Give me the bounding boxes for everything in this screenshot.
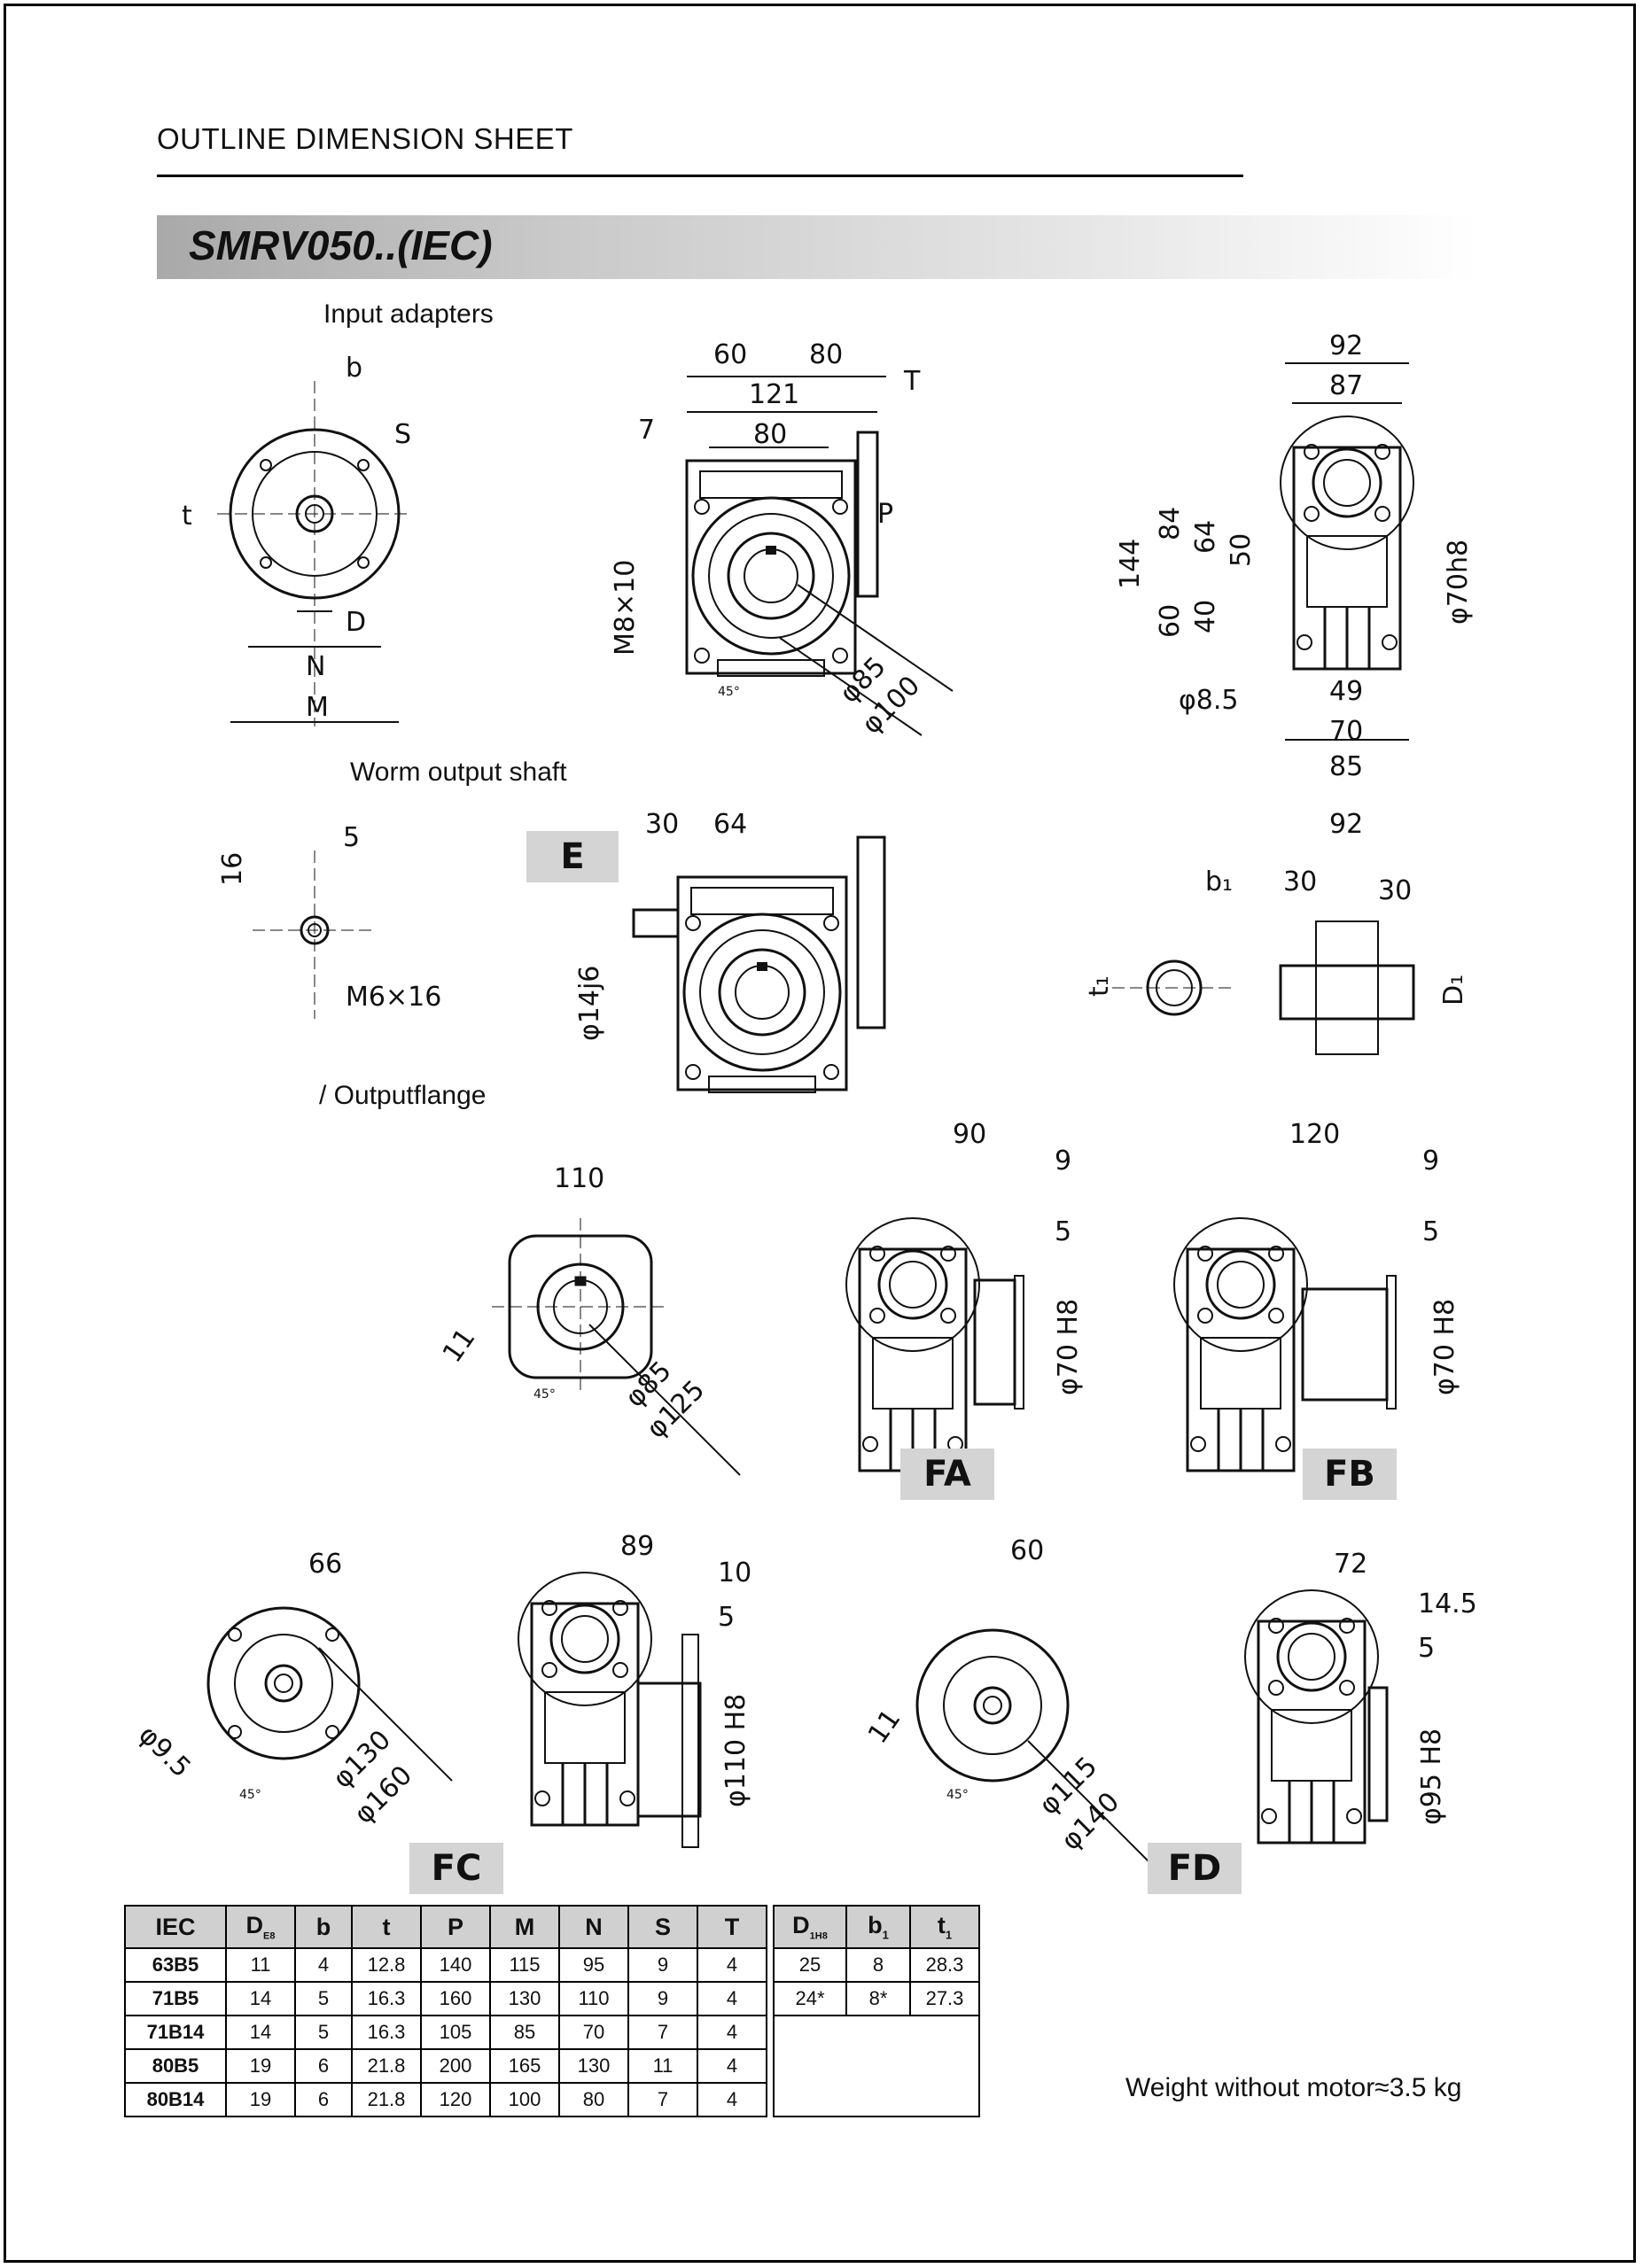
table-row: 71B5 14 5 16.3 160 130 110 9 4 24* 8* 27…	[124, 1981, 980, 2016]
svg-text:120: 120	[1289, 1119, 1340, 1150]
title-rule	[157, 175, 1243, 177]
weight-note: Weight without motor≈3.5 kg	[1125, 2073, 1462, 2102]
header-t1: t1	[909, 1905, 980, 1949]
svg-text:60: 60	[1155, 604, 1186, 638]
technical-drawings: b S t D N M 60 80 121 80 T 7 P M8×10 45°…	[132, 330, 1477, 1875]
svg-text:φ9.5: φ9.5	[132, 1720, 196, 1783]
header-t-small: T	[697, 1905, 767, 1949]
tag-fc: FC	[409, 1843, 503, 1894]
header-d1: D1H8	[773, 1905, 847, 1949]
svg-text:84: 84	[1155, 507, 1186, 540]
table-row: 80B5 19 6 21.8 200 165 130 11 4	[124, 2048, 979, 2084]
svg-text:92: 92	[1329, 330, 1363, 361]
svg-text:5: 5	[1055, 1216, 1071, 1247]
svg-text:64: 64	[1190, 520, 1221, 554]
svg-text:30: 30	[1283, 866, 1317, 897]
svg-text:45°: 45°	[946, 1788, 969, 1802]
svg-text:b₁: b₁	[1205, 866, 1233, 897]
svg-text:144: 144	[1115, 539, 1146, 589]
page-title: OUTLINE DIMENSION SHEET	[157, 122, 573, 155]
header-n: N	[558, 1905, 629, 1949]
svg-text:70: 70	[1329, 716, 1363, 747]
header-s: S	[627, 1905, 698, 1949]
model-title: SMRV050..(IEC)	[189, 222, 493, 268]
section-output-flange: / Outputflange	[319, 1081, 487, 1110]
svg-text:11: 11	[862, 1704, 907, 1749]
svg-text:121: 121	[749, 379, 799, 410]
svg-text:11: 11	[437, 1323, 482, 1368]
tag-fd: FD	[1148, 1843, 1242, 1894]
svg-text:T: T	[903, 366, 921, 397]
section-input-adapters: Input adapters	[323, 299, 494, 329]
tag-fb: FB	[1303, 1449, 1397, 1500]
header-p: P	[420, 1905, 491, 1949]
header-d: DE8	[225, 1905, 296, 1949]
dimension-table: IEC DE8 b t P M N S T D1H8 b1 t1 63B5 11…	[124, 1905, 980, 2117]
svg-text:45°: 45°	[718, 685, 740, 699]
dim-t: t	[182, 501, 192, 532]
tag-fa: FA	[900, 1449, 994, 1500]
dim-d: D	[346, 607, 366, 638]
svg-text:9: 9	[1422, 1146, 1439, 1177]
table-header-row: IEC DE8 b t P M N S T D1H8 b1 t1	[124, 1905, 980, 1949]
svg-text:t₁: t₁	[1084, 975, 1115, 997]
svg-text:64: 64	[713, 809, 747, 840]
section-worm-output-shaft: Worm output shaft	[350, 757, 567, 787]
model-band	[157, 215, 1477, 279]
dim-b: b	[346, 353, 362, 384]
header-m: M	[489, 1905, 560, 1949]
svg-text:16: 16	[217, 852, 248, 886]
page-frame	[4, 4, 1636, 2263]
header-t: t	[351, 1905, 422, 1949]
svg-text:5: 5	[343, 822, 360, 853]
header-iec: IEC	[124, 1905, 227, 1949]
svg-text:φ95 H8: φ95 H8	[1416, 1728, 1447, 1825]
svg-text:D₁: D₁	[1438, 975, 1469, 1006]
svg-text:5: 5	[1422, 1216, 1439, 1247]
svg-text:φ8.5: φ8.5	[1179, 685, 1239, 716]
svg-text:87: 87	[1329, 370, 1363, 401]
dim-s: S	[394, 419, 411, 450]
svg-text:30: 30	[1378, 875, 1412, 906]
svg-text:80: 80	[809, 339, 843, 370]
svg-text:60: 60	[713, 339, 747, 370]
svg-text:φ70h8: φ70h8	[1443, 540, 1474, 625]
svg-text:7: 7	[638, 415, 655, 446]
svg-text:14.5: 14.5	[1418, 1588, 1477, 1619]
svg-text:89: 89	[620, 1531, 654, 1562]
svg-text:60: 60	[1010, 1535, 1044, 1566]
svg-text:9: 9	[1055, 1146, 1071, 1177]
table-row: 80B14 19 6 21.8 120 100 80 7 4	[124, 2082, 979, 2117]
svg-text:M6×16: M6×16	[346, 982, 441, 1013]
svg-text:72: 72	[1334, 1549, 1367, 1580]
header-b: b	[294, 1905, 353, 1949]
svg-text:φ14j6: φ14j6	[574, 966, 605, 1041]
svg-text:φ70 H8: φ70 H8	[1429, 1299, 1460, 1395]
svg-text:φ70 H8: φ70 H8	[1053, 1299, 1084, 1395]
svg-text:10: 10	[718, 1557, 751, 1588]
header-b1: b1	[845, 1905, 911, 1949]
dim-n: N	[306, 651, 325, 682]
table-row: 71B14 14 5 16.3 105 85 70 7 4	[124, 2015, 980, 2117]
svg-text:5: 5	[1418, 1633, 1435, 1664]
svg-text:92: 92	[1329, 809, 1363, 840]
svg-text:30: 30	[645, 809, 679, 840]
svg-text:50: 50	[1226, 533, 1257, 567]
svg-text:M8×10: M8×10	[610, 560, 641, 656]
svg-text:45°: 45°	[533, 1387, 556, 1402]
dim-m: M	[306, 692, 329, 723]
svg-text:40: 40	[1190, 600, 1221, 633]
svg-text:49: 49	[1329, 676, 1363, 707]
svg-text:45°: 45°	[239, 1788, 261, 1802]
table-row: 63B5 11 4 12.8 140 115 95 9 4 25 8 28.3	[124, 1947, 980, 1983]
svg-text:85: 85	[1329, 751, 1363, 782]
svg-text:66: 66	[308, 1549, 342, 1580]
svg-text:110: 110	[554, 1163, 604, 1194]
svg-text:5: 5	[718, 1602, 735, 1633]
svg-text:φ110 H8: φ110 H8	[720, 1694, 751, 1807]
svg-text:90: 90	[953, 1119, 986, 1150]
svg-text:P: P	[877, 499, 893, 530]
svg-text:80: 80	[753, 419, 787, 450]
tag-e: E	[526, 831, 619, 882]
